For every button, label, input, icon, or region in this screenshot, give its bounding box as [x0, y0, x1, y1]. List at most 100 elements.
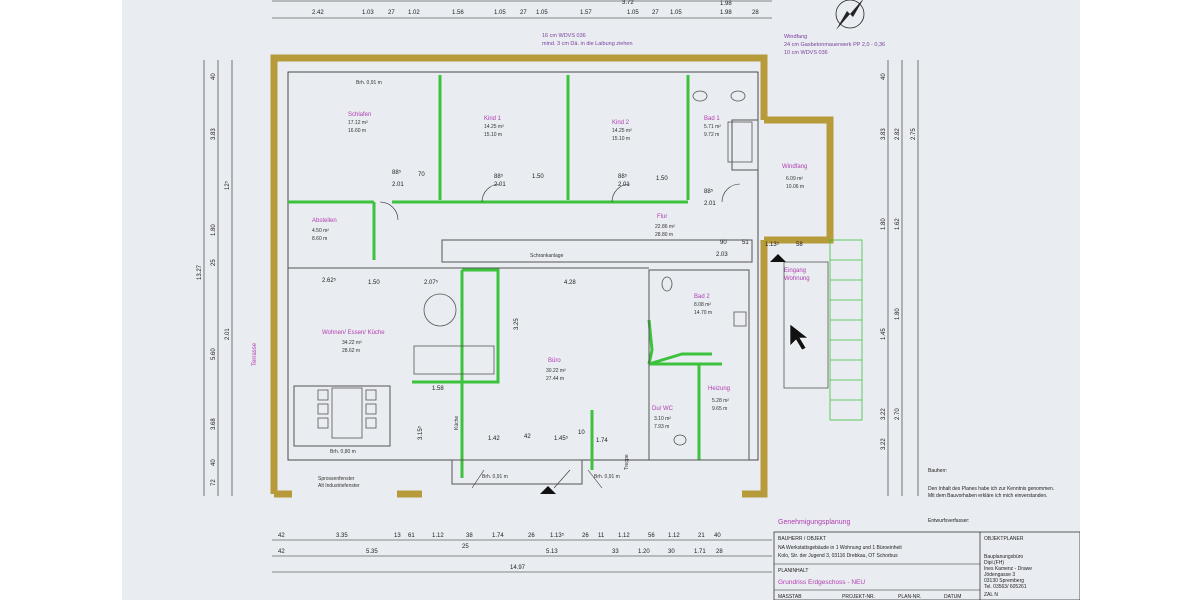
room-area-abstellen: 4.50 m² — [312, 228, 329, 234]
top-dim-13: 1.98 — [720, 10, 732, 16]
inner-dim: 2.03 — [716, 252, 728, 258]
inner-dim: 70 — [418, 172, 425, 178]
right-dim: 3.83 — [881, 128, 887, 140]
inner-dim: 58 — [796, 242, 803, 248]
top-dim-2: 1.03 — [362, 10, 374, 16]
tb-planer-4: Jödengasse 3 — [984, 572, 1015, 578]
bottom-dim: 3.35 — [336, 533, 348, 539]
inner-dim: 1.45⁵ — [554, 435, 569, 442]
right-dim: 1.62 — [895, 218, 901, 230]
note-windfang-2: 24 cm Gasbetonmauerwerk PP 2,0 - 0,36 — [784, 42, 885, 48]
bottom-dim: 1.71 — [694, 549, 706, 555]
bottom-dim: 21 — [698, 533, 705, 539]
left-dimension-chains: 40 3.83 12⁵ 1.80 25 2.01 5.60 3.68 40 72… — [197, 60, 233, 496]
left-dim: 5.60 — [211, 348, 217, 360]
tb-entwurf: Entwurfsverfasser: — [928, 518, 969, 524]
tb-planer-6: Tel. 03563/ 605261 — [984, 584, 1027, 590]
room-name-heizung: Heizung — [708, 386, 730, 392]
tb-planinhalt: Grundriss Erdgeschoss - NEU — [778, 579, 865, 586]
top-dim-8: 1.05 — [536, 10, 548, 16]
top-dim-1: 2.42 — [312, 10, 324, 16]
right-dim: 1.45 — [881, 328, 887, 340]
title-block: Genehmigungsplanung Bauherr: Den Inhalt … — [773, 468, 1080, 600]
bottom-dim: 30 — [668, 549, 675, 555]
bottom-dim: 11 — [598, 533, 605, 539]
inner-dim: 90 — [720, 240, 727, 246]
tb-planer-3: Ines Kamenz - Drawe — [984, 566, 1032, 572]
inner-dimensions: 88⁵ 2.01 70 88⁵ 2.01 1.50 88⁵ 2.01 1.50 … — [322, 169, 803, 444]
tb-projekt-nr: PROJEKT-NR. — [842, 594, 875, 600]
bottom-dim: 1.12 — [432, 533, 444, 539]
label-brh-bottom-1: Brh. 0,80 m — [330, 449, 356, 455]
left-dim: 12⁵ — [224, 180, 231, 190]
monitor-bezel-left — [0, 0, 122, 600]
left-dim: 3.83 — [211, 128, 217, 140]
inner-dim: 88⁵ — [704, 188, 714, 195]
room-name-kind1: Kind 1 — [484, 116, 502, 122]
room-name-duwc: Du/ WC — [652, 406, 674, 412]
bottom-dim: 61 — [408, 533, 415, 539]
bottom-dim: 13 — [394, 533, 401, 539]
room-name-buero: Büro — [548, 358, 561, 364]
partitions — [288, 119, 759, 485]
room-area-kind2: 14.25 m² — [612, 128, 632, 134]
floor-plan-drawing[interactable]: 2.42 1.03 27 1.02 1.56 1.05 27 1.05 1.57… — [122, 0, 1080, 600]
inner-dim: 88⁵ — [494, 173, 504, 180]
left-dim: 13.27 — [197, 264, 203, 280]
right-dim: 3.22 — [881, 438, 887, 450]
entrance-marker-icon — [770, 254, 786, 262]
tb-masstab: MASSTAB — [778, 594, 802, 600]
label-eingang: Eingang — [784, 268, 806, 274]
bottom-dim: 1.74 — [492, 533, 504, 539]
right-dim: 2.75 — [911, 128, 917, 140]
right-dim: 3.22 — [881, 408, 887, 420]
inner-dim: 3.25 — [514, 318, 520, 330]
room-area-flur: 22.86 m² — [655, 224, 675, 230]
bottom-dim: 42 — [278, 533, 285, 539]
room-perim-schlafen: 16.60 m — [348, 128, 366, 134]
left-dim: 1.80 — [211, 224, 217, 236]
right-dimension-chains: 40 3.83 2.82 2.75 1.80 1.62 1.45 1.80 3.… — [881, 60, 919, 496]
cad-screen[interactable]: 2.42 1.03 27 1.02 1.56 1.05 27 1.05 1.57… — [122, 0, 1080, 600]
section-marker-icon — [540, 486, 556, 494]
room-perim-kind2: 15.10 m — [612, 136, 630, 142]
room-area-bad2: 8.08 m² — [694, 302, 711, 308]
inner-dim: 2.01 — [494, 182, 506, 188]
inner-dim: 42 — [524, 434, 531, 440]
room-name-windfang: Windfang — [782, 164, 807, 170]
bottom-dim: 33 — [612, 549, 619, 555]
room-perim-wohnen: 28.62 m — [342, 348, 360, 354]
top-dim-14: 28 — [752, 10, 759, 16]
furniture — [317, 90, 753, 446]
left-dim: 3.68 — [211, 418, 217, 430]
label-kueche: Küche — [454, 416, 460, 430]
inner-dim: 1.74 — [596, 438, 608, 444]
top-dim-5: 1.56 — [452, 10, 464, 16]
room-area-buero: 30.22 m² — [546, 368, 566, 374]
inner-dim: 88⁵ — [392, 169, 402, 176]
room-perim-buero: 27.44 m — [546, 376, 564, 382]
left-dim: 40 — [211, 73, 217, 80]
misc-labels: Brh. 0,91 m Schrankanlage Eingang Wohnun… — [252, 80, 810, 489]
room-perim-duwc: 7.93 m — [654, 424, 669, 430]
inner-dim: 1.50 — [532, 174, 544, 180]
tb-bauherr-label: BAUHERR / OBJEKT — [778, 536, 826, 542]
right-dim: 2.82 — [895, 128, 901, 140]
left-dim: 2.01 — [225, 328, 231, 340]
bottom-dim: 56 — [648, 533, 655, 539]
room-labels: Schlafen 17.12 m² 16.60 m Kind 1 14.25 m… — [312, 112, 807, 430]
inner-dim: 1.13⁵ — [765, 241, 780, 248]
inner-dim: 88⁵ — [618, 173, 628, 180]
right-dim: 1.80 — [895, 308, 901, 320]
label-wohnung: Wohnung — [784, 276, 810, 282]
label-treppe: Treppe — [624, 454, 630, 470]
label-terrasse: Terrasse — [252, 342, 258, 366]
bottom-dim: 42 — [278, 549, 285, 555]
room-name-bad1: Bad 1 — [704, 116, 720, 122]
top-dim-4: 1.02 — [408, 10, 420, 16]
room-name-abstellen: Abstellen — [312, 218, 337, 224]
room-name-kind2: Kind 2 — [612, 120, 630, 126]
bottom-dim: 5.13 — [546, 549, 558, 555]
room-perim-kind1: 15.10 m — [484, 132, 502, 138]
left-dim: 72 — [211, 479, 217, 486]
